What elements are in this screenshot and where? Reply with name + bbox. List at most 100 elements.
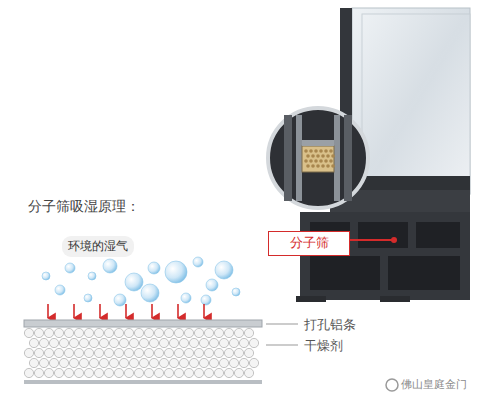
bead (234, 328, 243, 337)
leader-dot (391, 237, 397, 243)
bead (224, 328, 233, 337)
bead (144, 368, 153, 377)
bead (214, 348, 223, 357)
bead (244, 348, 253, 357)
bead (174, 348, 183, 357)
arrow (99, 304, 101, 318)
bead (54, 328, 63, 337)
bead (204, 328, 213, 337)
bead (149, 358, 158, 367)
bead (94, 328, 103, 337)
granule (326, 164, 330, 168)
bead (94, 368, 103, 377)
bead (34, 328, 43, 337)
bead (99, 358, 108, 367)
bead (109, 338, 118, 347)
bead (174, 368, 183, 377)
bead (224, 368, 233, 377)
bubble (103, 259, 117, 273)
bead (24, 348, 33, 357)
node-text: 环境的湿气 (68, 238, 128, 255)
bead (129, 338, 138, 347)
granule (314, 159, 318, 163)
bead (229, 338, 238, 347)
bead (89, 338, 98, 347)
granule (319, 159, 323, 163)
bead (59, 338, 68, 347)
bead (119, 358, 128, 367)
bubble (181, 293, 191, 303)
granule (319, 149, 323, 153)
bead (104, 368, 113, 377)
granule (331, 164, 335, 168)
bead (64, 328, 73, 337)
granule (324, 149, 328, 153)
bead (249, 358, 258, 367)
bead (139, 358, 148, 367)
granule (314, 149, 318, 153)
granule (316, 164, 320, 168)
bead (84, 368, 93, 377)
bead (79, 338, 88, 347)
bubble (201, 295, 211, 305)
bead (24, 328, 33, 337)
bead (104, 328, 113, 337)
bead (154, 368, 163, 377)
bubble (114, 294, 126, 306)
inset-magnifier (268, 108, 368, 208)
bead (24, 368, 33, 377)
bead (34, 368, 43, 377)
granule (304, 149, 308, 153)
title: 分子筛吸湿原理： (28, 198, 140, 216)
bubble (42, 272, 50, 280)
bead (34, 348, 43, 357)
bead (244, 328, 253, 337)
granule (326, 154, 330, 158)
bead (44, 348, 53, 357)
bubble (125, 273, 143, 291)
granule (321, 164, 325, 168)
bead (44, 328, 53, 337)
bead (89, 358, 98, 367)
bubble (88, 272, 96, 280)
bead (249, 338, 258, 347)
granule (306, 154, 310, 158)
bead (149, 338, 158, 347)
arrow (73, 304, 75, 318)
bead (69, 338, 78, 347)
watermark: 佛山皇庭金门 (401, 377, 467, 392)
part-label: 打孔铝条 (304, 316, 356, 334)
bead (184, 368, 193, 377)
bead (239, 358, 248, 367)
bead (64, 368, 73, 377)
bead (164, 328, 173, 337)
bead (69, 358, 78, 367)
bead (239, 338, 248, 347)
bead (154, 348, 163, 357)
bead (114, 348, 123, 357)
bead (144, 328, 153, 337)
arrow (47, 304, 49, 318)
leader-line (350, 239, 392, 241)
moisture-arrows (48, 304, 204, 318)
granule (316, 154, 320, 158)
bead (49, 338, 58, 347)
bead (124, 348, 133, 357)
bead (194, 348, 203, 357)
bead (74, 348, 83, 357)
bubble (206, 279, 218, 291)
desiccant-granules (304, 149, 335, 168)
bead (154, 328, 163, 337)
bead (114, 368, 123, 377)
bead (74, 368, 83, 377)
bead (144, 348, 153, 357)
bead (179, 358, 188, 367)
bead (104, 348, 113, 357)
bead (234, 348, 243, 357)
bead (174, 328, 183, 337)
bead (59, 358, 68, 367)
callout-box: 分子筛 (268, 231, 350, 256)
bead (189, 338, 198, 347)
bubble (215, 261, 233, 279)
bead (54, 348, 63, 357)
